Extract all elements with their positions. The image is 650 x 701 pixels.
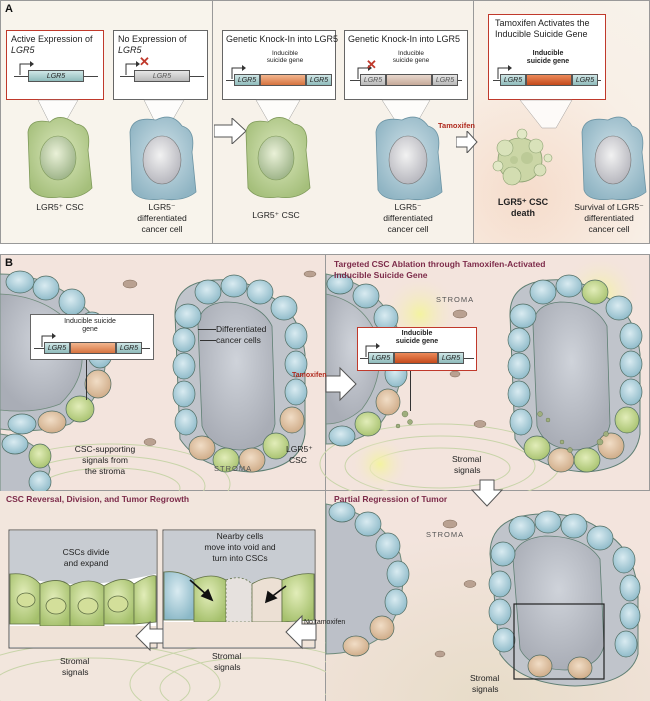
panel-b-vdivider <box>325 254 326 701</box>
q3-signals-right-2: signals <box>214 662 241 672</box>
q3-divide-1: CSCs divide <box>62 547 110 557</box>
cell6-caption-1: Survival of LGR5⁻ <box>574 202 644 212</box>
q3-title: CSC Reversal, Division, and Tumor Regrow… <box>6 494 190 504</box>
callout2-line2: LGR5 <box>118 45 142 55</box>
q4-signals-1: Stromal <box>470 673 500 683</box>
q2-title-1: Targeted CSC Ablation through Tamoxifen-… <box>334 259 546 269</box>
callout4-gene-right: LGR5 <box>432 74 458 86</box>
q1-promoter-arrow <box>41 333 56 347</box>
q1-signals-3: the stroma <box>84 466 126 476</box>
q3-signals-right-1: Stromal <box>212 651 242 661</box>
q1-differentiated-2: cancer cells <box>216 335 261 345</box>
callout3-suicide-gene <box>260 74 306 86</box>
q3-nearby-1: Nearby cells <box>216 531 264 541</box>
callout5-gene-left: LGR5 <box>500 74 526 86</box>
callout3-gene-left: LGR5 <box>234 74 260 86</box>
q1-signals-1: CSC-supporting <box>74 444 136 454</box>
q2-signals-2: signals <box>454 465 481 475</box>
cell1-caption: LGR5⁺ CSC <box>36 202 84 212</box>
callout4-text: Genetic Knock-In into LGR5 <box>348 34 461 44</box>
callout4-x-icon: ✕ <box>366 57 377 72</box>
panel-a-cells-art <box>27 99 647 201</box>
callout2-x-icon: ✕ <box>139 54 150 69</box>
q3-signals-left-2: signals <box>62 667 89 677</box>
q1-callout-pointer <box>86 360 87 400</box>
q3-signals-left-1: Stromal <box>60 656 90 666</box>
cell4-caption-1: LGR5⁻ <box>394 202 422 212</box>
cell2-caption-1: LGR5⁻ <box>148 202 176 212</box>
cell2-caption-2: differentiated <box>137 213 187 223</box>
panel-a-label: A <box>5 3 13 15</box>
q1-gene-right: LGR5 <box>116 342 142 354</box>
callout1-line1: Active Expression of <box>11 34 93 44</box>
q1-diff-pointer-1 <box>198 329 216 330</box>
cell5-caption-2: death <box>510 208 535 218</box>
callout-active-expression <box>6 30 104 100</box>
callout5-suicide-gene <box>526 74 572 86</box>
q2-suicide-gene <box>394 352 438 364</box>
q2-signals-1: Stromal <box>452 454 482 464</box>
cell4-caption-3: cancer cell <box>387 224 429 234</box>
callout2-line1: No Expression of <box>118 34 187 44</box>
cell6-caption-2: differentiated <box>584 213 634 223</box>
callout5-inducible-label: Inducible suicide gene <box>526 50 570 66</box>
q2-callout-pointer <box>410 371 411 411</box>
q1-lgr5-2: CSC <box>289 455 307 465</box>
q1-signals-2: signals from <box>82 455 128 465</box>
callout3-text: Genetic Knock-In into LGR5 <box>226 34 339 44</box>
callout4-promoter-arrow <box>357 65 372 79</box>
panel-a-divider-1 <box>212 0 213 244</box>
panel-b-hdivider <box>0 490 650 491</box>
callout5-gene-right: LGR5 <box>572 74 598 86</box>
callout2-gene-block: LGR5 <box>134 70 190 82</box>
q4-no-tamoxifen: No tamoxifen <box>304 619 346 626</box>
callout4-gene-left: LGR5 <box>360 74 386 86</box>
callout3-inducible-label: Inducible suicide gene <box>266 50 304 65</box>
callout2-promoter-arrow <box>125 61 140 75</box>
callout3-gene-right: LGR5 <box>306 74 332 86</box>
q2-gene-left: LGR5 <box>368 352 394 364</box>
q2-tamoxifen: Tamoxifen <box>292 372 327 379</box>
callout5-line1: Tamoxifen Activates the <box>495 18 590 28</box>
tamoxifen-arrow-a <box>456 131 478 153</box>
callout-knock-in-csc <box>222 30 336 100</box>
q3-divide-2: and expand <box>63 558 109 568</box>
q2-gene-right: LGR5 <box>438 352 464 364</box>
cell3-caption: LGR5⁺ CSC <box>252 210 300 220</box>
tamoxifen-label-a: Tamoxifen <box>438 121 475 130</box>
callout4-suicide-gene <box>386 74 432 86</box>
callout1-promoter-arrow <box>19 61 34 75</box>
q3-nearby-2: move into void and <box>204 542 276 552</box>
q1-stroma: STROMA <box>214 464 253 473</box>
q4-signals-2: signals <box>472 684 499 694</box>
q2-inducible-label: Inducible suicide gene <box>395 330 439 346</box>
panel-b-label: B <box>5 257 13 269</box>
q2-stroma: STROMA <box>436 295 475 304</box>
q1-differentiated-1: Differentiated <box>216 324 267 334</box>
panel-a-divider-2 <box>473 0 474 244</box>
q3-nearby-3: turn into CSCs <box>212 553 268 563</box>
cell2-caption-3: cancer cell <box>141 224 183 234</box>
callout4-inducible-label: Inducible suicide gene <box>392 50 430 65</box>
callout-knock-in-diff <box>344 30 468 100</box>
q1-diff-pointer-2 <box>200 340 216 341</box>
q4-stroma: STROMA <box>426 530 465 539</box>
q1-inducible-label: Inducible suicide gene <box>64 318 116 334</box>
callout1-line2: LGR5 <box>11 45 35 55</box>
callout5-promoter-arrow <box>497 65 512 79</box>
callout5-line2: Inducible Suicide Gene <box>495 29 588 39</box>
callout1-gene-block: LGR5 <box>28 70 84 82</box>
callout3-promoter-arrow <box>231 65 246 79</box>
cell4-caption-2: differentiated <box>383 213 433 223</box>
q2-title-2: Inducible Suicide Gene <box>334 270 428 280</box>
callout-no-expression <box>113 30 208 100</box>
cell6-caption-3: cancer cell <box>588 224 630 234</box>
q4-title: Partial Regression of Tumor <box>334 494 448 504</box>
q1-suicide-gene <box>70 342 116 354</box>
q1-lgr5-1: LGR5⁺ <box>286 444 313 454</box>
q2-promoter-arrow <box>365 343 380 357</box>
cell5-caption-1: LGR5⁺ CSC <box>497 197 549 207</box>
section-arrow-1 <box>214 118 247 144</box>
q1-gene-left: LGR5 <box>44 342 70 354</box>
